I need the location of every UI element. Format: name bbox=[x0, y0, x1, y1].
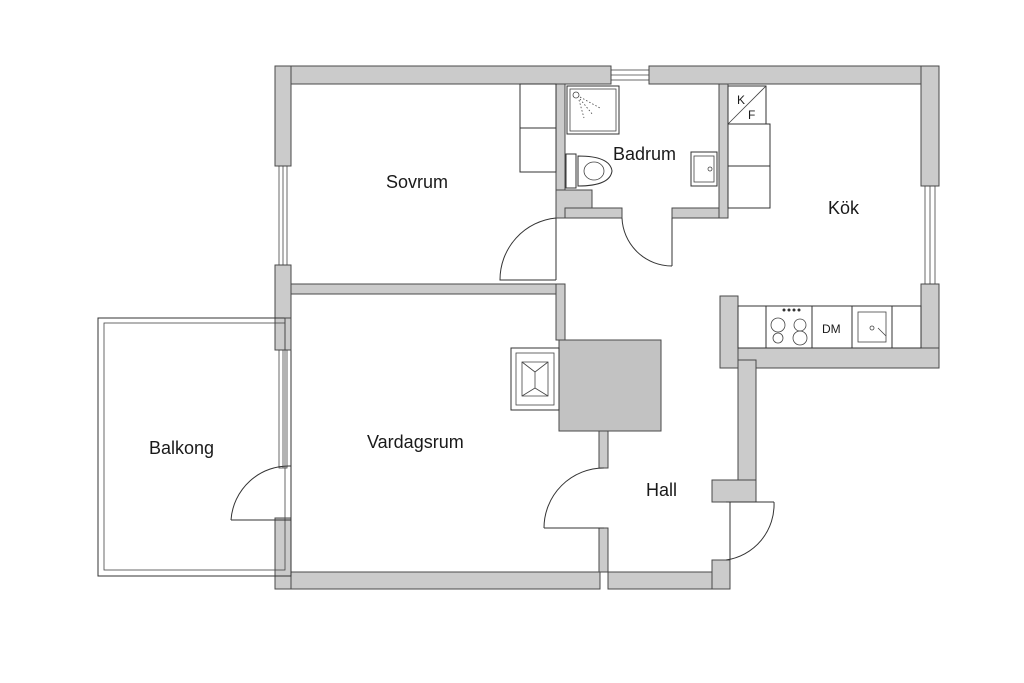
door-swing-icon bbox=[543, 467, 605, 529]
door-swing-icon bbox=[621, 217, 673, 267]
window-icon bbox=[924, 185, 936, 285]
door-swing-icon bbox=[725, 501, 775, 561]
sink-icon bbox=[690, 151, 718, 187]
toilet-icon bbox=[565, 153, 613, 189]
room-label-sovrum: Sovrum bbox=[386, 172, 448, 192]
window-icon bbox=[278, 165, 288, 266]
room-label-vardagsrum: Vardagsrum bbox=[367, 432, 464, 452]
dishwasher-label: DM bbox=[822, 322, 841, 336]
room-label-hall: Hall bbox=[646, 480, 677, 500]
fridge-label: K bbox=[737, 93, 745, 107]
dishwasher: DM bbox=[811, 305, 853, 349]
chimney bbox=[558, 339, 662, 432]
door-swing-icon bbox=[230, 465, 292, 521]
window-icon bbox=[610, 69, 650, 81]
interior-walls bbox=[290, 83, 729, 573]
room-label-kok: Kök bbox=[828, 198, 860, 218]
kitchen-sink-icon bbox=[851, 305, 893, 349]
room-label-badrum: Badrum bbox=[613, 144, 676, 164]
shower-icon bbox=[566, 85, 620, 135]
wardrobe bbox=[519, 83, 557, 173]
freezer-label: F bbox=[748, 108, 755, 122]
balcony bbox=[97, 317, 292, 577]
kitchen-cabinets-left bbox=[727, 123, 771, 209]
room-label-balkong: Balkong bbox=[149, 438, 214, 458]
door-swing-icon bbox=[499, 217, 557, 281]
exterior-walls bbox=[274, 65, 940, 590]
fireplace-icon bbox=[510, 347, 560, 411]
window-icon bbox=[278, 349, 288, 469]
fridge-freezer: K F bbox=[727, 85, 767, 125]
stove-icon bbox=[765, 305, 813, 349]
